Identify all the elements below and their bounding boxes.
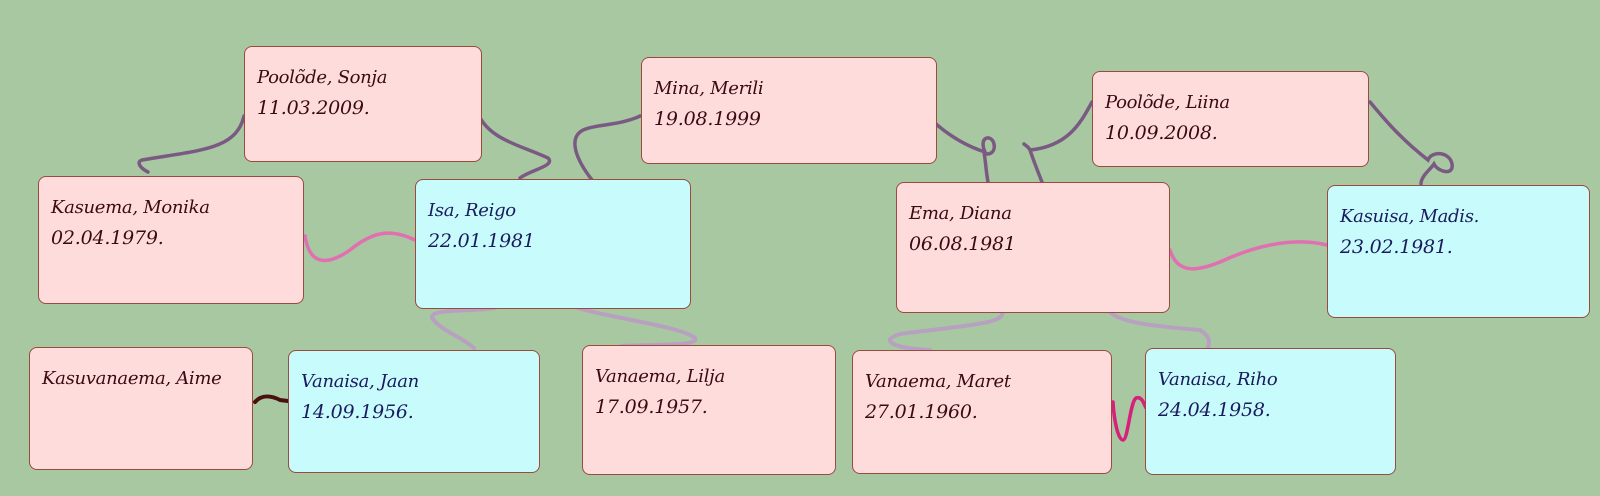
person-card-riho[interactable]: Vanaisa, Riho 24.04.1958. bbox=[1145, 348, 1396, 475]
link-merili-reigo bbox=[573, 114, 642, 182]
person-name: Kasuvanaema, Aime bbox=[42, 368, 222, 389]
link-liina-diana bbox=[1022, 100, 1094, 184]
link-diana-maret bbox=[888, 310, 1005, 352]
person-birthdate: 10.09.2008. bbox=[1105, 122, 1218, 144]
person-birthdate: 19.08.1999 bbox=[654, 108, 761, 130]
person-name: Kasuema, Monika bbox=[51, 197, 210, 218]
person-name: Vanaisa, Riho bbox=[1158, 369, 1278, 390]
link-aime-jaan bbox=[253, 394, 290, 404]
person-card-aime[interactable]: Kasuvanaema, Aime bbox=[29, 347, 253, 470]
person-card-lilja[interactable]: Vanaema, Lilja 17.09.1957. bbox=[582, 345, 836, 475]
person-card-sonja[interactable]: Poolõde, Sonja 11.03.2009. bbox=[244, 46, 482, 162]
link-reigo-lilja bbox=[576, 306, 698, 348]
person-name: Ema, Diana bbox=[909, 203, 1012, 224]
person-card-madis[interactable]: Kasuisa, Madis. 23.02.1981. bbox=[1327, 185, 1590, 318]
person-birthdate: 02.04.1979. bbox=[51, 227, 164, 249]
person-name: Poolõde, Liina bbox=[1105, 92, 1230, 113]
person-name: Kasuisa, Madis. bbox=[1340, 206, 1480, 227]
person-birthdate: 06.08.1981 bbox=[909, 233, 1016, 255]
person-birthdate: 23.02.1981. bbox=[1340, 236, 1453, 258]
link-diana-riho bbox=[1108, 310, 1211, 350]
person-birthdate: 17.09.1957. bbox=[595, 396, 708, 418]
person-card-diana[interactable]: Ema, Diana 06.08.1981 bbox=[896, 182, 1170, 313]
link-reigo-jaan bbox=[430, 306, 497, 350]
person-birthdate: 24.04.1958. bbox=[1158, 399, 1271, 421]
link-monika-reigo bbox=[303, 231, 417, 263]
link-maret-riho bbox=[1111, 395, 1148, 442]
person-card-maret[interactable]: Vanaema, Maret 27.01.1960. bbox=[852, 350, 1112, 474]
link-sonja-monika bbox=[137, 114, 246, 174]
link-liina-madis bbox=[1368, 100, 1454, 186]
person-card-monika[interactable]: Kasuema, Monika 02.04.1979. bbox=[38, 176, 304, 304]
person-birthdate: 14.09.1956. bbox=[301, 401, 414, 423]
link-merili-diana bbox=[934, 122, 996, 184]
person-birthdate: 27.01.1960. bbox=[865, 401, 978, 423]
person-name: Mina, Merili bbox=[654, 78, 764, 99]
person-card-merili[interactable]: Mina, Merili 19.08.1999 bbox=[641, 57, 937, 164]
person-card-reigo[interactable]: Isa, Reigo 22.01.1981 bbox=[415, 179, 691, 309]
person-name: Isa, Reigo bbox=[428, 200, 516, 221]
person-name: Vanaema, Maret bbox=[865, 371, 1011, 392]
link-diana-madis bbox=[1168, 240, 1329, 271]
person-name: Vanaema, Lilja bbox=[595, 366, 725, 387]
person-card-jaan[interactable]: Vanaisa, Jaan 14.09.1956. bbox=[288, 350, 540, 473]
person-birthdate: 11.03.2009. bbox=[257, 97, 370, 119]
person-birthdate: 22.01.1981 bbox=[428, 230, 535, 252]
link-sonja-reigo bbox=[476, 112, 552, 180]
person-name: Poolõde, Sonja bbox=[257, 67, 388, 88]
person-card-liina[interactable]: Poolõde, Liina 10.09.2008. bbox=[1092, 71, 1369, 167]
person-name: Vanaisa, Jaan bbox=[301, 371, 419, 392]
